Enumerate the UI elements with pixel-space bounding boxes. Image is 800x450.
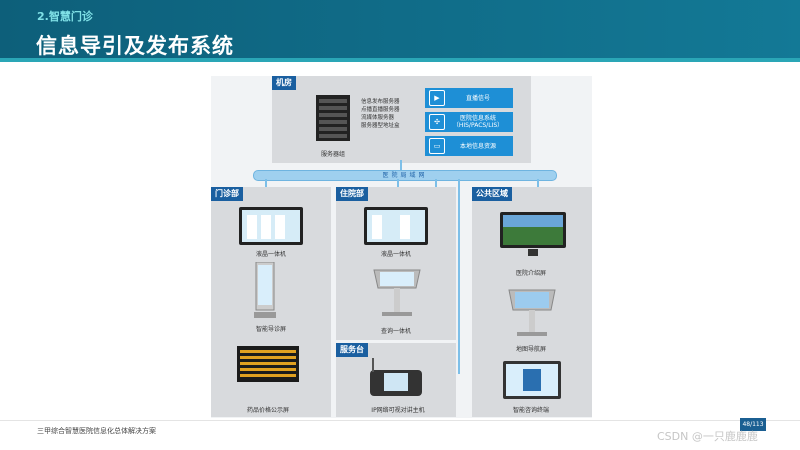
section-label: 2.智慧门诊 [37,10,93,23]
outpatient-item-caption: 液晶一体机 [255,251,286,258]
hospital-lan-bus: 医院局域网 [253,170,557,181]
network-icon: ✣ [429,114,445,130]
page-number: 48/113 [740,418,766,431]
lcd-display-icon [239,207,303,245]
inpatient-item-caption: 液晶一体机 [380,251,411,258]
server-list-item: 信息发布服务器 [361,99,400,105]
led-board-icon [237,346,299,382]
header-bar: 2.智慧门诊 信息导引及发布系统 [0,0,800,62]
live-signal-label: 直播信号 [465,94,490,102]
large-screen-icon [500,212,566,256]
server-rack-icon [316,95,350,141]
server-list-item: 服务器型地址盒 [361,123,400,129]
consult-terminal-icon [503,361,561,399]
folder-icon: ▭ [429,138,445,154]
his-system-label: 医院信息系统（HIS/PACS/LIS） [452,115,504,129]
his-system-box: ✣ 医院信息系统（HIS/PACS/LIS） [425,112,513,132]
service-desk-label: 服务台 [336,343,368,357]
local-resource-box: ▭ 本地信息资源 [425,136,513,156]
local-resource-label: 本地信息资源 [459,142,496,150]
page-title: 信息导引及发布系统 [36,34,234,58]
public-item-caption: 医院介绍屏 [515,270,546,277]
machine-room-label: 机房 [272,76,296,90]
query-terminal-icon [373,269,421,316]
inpatient-label: 住院部 [336,187,368,201]
lan-connectors [265,160,539,374]
public-item-caption: 智能咨询终端 [512,407,549,414]
watermark: CSDN @一只鹿鹿鹿 [657,430,758,443]
server-list-item: 流媒体服务器 [361,115,395,121]
outpatient-item-caption: 药品价格公示屏 [246,407,289,414]
kiosk-icon [254,262,276,318]
lcd-display-icon [364,207,428,245]
public-area-label: 公共区域 [472,187,512,201]
inpatient-item-caption: 查询一体机 [380,328,411,335]
server-list: 信息发布服务器 点播直播服务器 流媒体服务器 服务器型地址盒 [361,98,419,130]
public-item-caption: 地图导航屏 [515,346,546,353]
server-group-caption: 服务器组 [320,151,345,158]
outpatient-label: 门诊部 [211,187,243,201]
header-underline [0,58,800,62]
service-desk-item-caption: IP网络可视对讲主机 [371,407,425,414]
tv-icon: ▶ [429,90,445,106]
intercom-icon [370,358,422,396]
footer-text: 三甲综合智慧医院信息化总体解决方案 [37,427,156,435]
server-list-item: 点播直播服务器 [361,107,400,113]
footer-divider [0,420,800,421]
live-signal-box: ▶ 直播信号 [425,88,513,108]
outpatient-item-caption: 智能导诊屏 [255,326,286,333]
map-terminal-icon [508,289,556,336]
